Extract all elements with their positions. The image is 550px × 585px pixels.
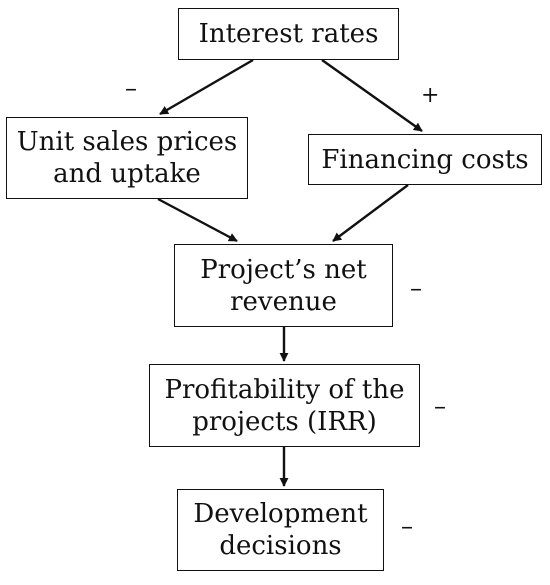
node-development-label-line2: decisions (219, 531, 342, 561)
arrow-interest-to-financing (321, 59, 423, 132)
node-net-revenue-label-line1: Project’s net (200, 254, 367, 285)
node-interest-rates: Interest rates (178, 8, 399, 60)
arrow-unit-sales-to-revenue (157, 197, 238, 243)
node-unit-sales-label-line2: and uptake (53, 159, 201, 189)
node-interest-rates-label: Interest rates (198, 19, 379, 49)
arrow-interest-to-unit-sales (159, 58, 254, 116)
node-unit-sales-label-line1: Unit sales prices (16, 127, 238, 157)
sign-profitability: – (434, 392, 446, 420)
node-financing-costs: Financing costs (308, 134, 542, 185)
node-financing-costs-label: Financing costs (321, 144, 529, 175)
sign-interest-to-financing: + (421, 83, 440, 108)
sign-interest-to-unit-sales: – (125, 74, 137, 102)
node-profitability-label-line1: Profitability of the (164, 374, 405, 405)
arrow-financing-to-revenue (332, 184, 409, 242)
node-net-revenue: Project’s net revenue (174, 244, 393, 327)
node-development-label-line1: Development (193, 499, 368, 529)
node-profitability: Profitability of the projects (IRR) (149, 364, 420, 447)
sign-net-revenue: – (410, 274, 422, 302)
node-net-revenue-label-line2: revenue (230, 286, 337, 317)
node-development-decisions: Development decisions (177, 489, 384, 571)
node-unit-sales-prices: Unit sales prices and uptake (6, 117, 248, 199)
sign-development: – (401, 512, 413, 540)
node-profitability-label-line2: projects (IRR) (192, 406, 377, 437)
